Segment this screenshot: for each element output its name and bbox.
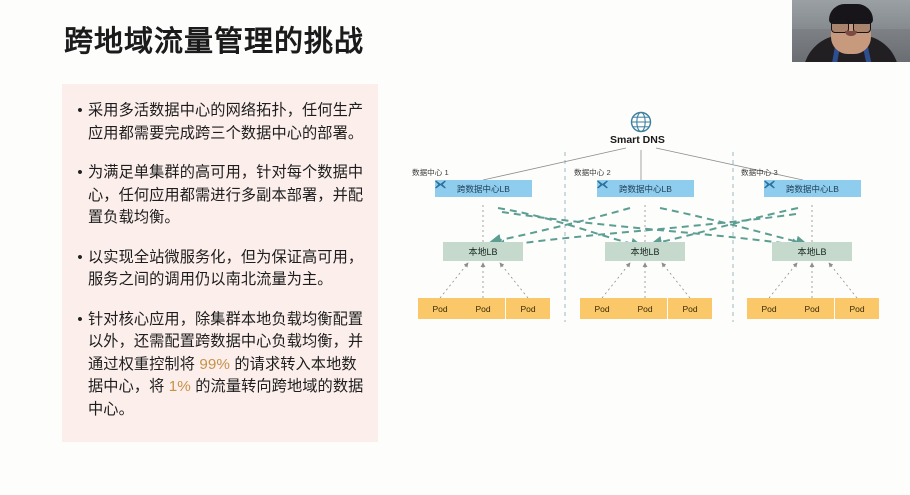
pod-label: Pod [594,303,610,314]
bullet-marker-icon: • [77,164,83,181]
pod-label: Pod [849,303,865,314]
datacenter-2-local-lb[interactable]: 本地LB [605,242,685,261]
datacenter-1-pod-2[interactable]: Pod [461,298,505,319]
bullet-segment: 采用多活数据中心的网络拓扑，任何生产应用都需要完成跨三个数据中心的部署。 [88,102,364,142]
cross-dc-lb-label: 跨数据中心LB [457,183,510,194]
bullet-text: 为满足单集群的高可用，针对每个数据中心，任何应用都需进行多副本部署，并配置负载均… [88,162,364,230]
presenter-hair [829,3,873,24]
bullet-text: 以实现全站微服务化，但为保证高可用，服务之间的调用仍以南北流量为主。 [88,247,364,292]
presenter-glasses [831,19,871,34]
datacenter-3-pod-3[interactable]: Pod [835,298,879,319]
datacenter-2-pod-2[interactable]: Pod [623,298,667,319]
cross-dc-lb-label: 跨数据中心LB [786,183,839,194]
pod-label: Pod [432,303,448,314]
datacenter-1-pod-1[interactable]: Pod [418,298,462,319]
local-lb-label: 本地LB [468,247,498,257]
datacenter-2-label: 数据中心 2 [574,168,611,177]
pod-label: Pod [520,303,536,314]
shuffle-icon [764,180,781,193]
presenter-mouth [845,31,857,36]
datacenter-3-local-lb[interactable]: 本地LB [772,242,852,261]
datacenter-3-pod-2[interactable]: Pod [790,298,834,319]
architecture-diagram: Smart DNS 数据中心 1 跨数据中心LB 本地LB Pod Pod Po… [398,70,898,360]
highlight-99-percent: 99% [199,355,231,373]
cross-dc-lb-label: 跨数据中心LB [619,183,672,194]
pod-label: Pod [682,303,698,314]
list-item: • 针对核心应用，除集群本地负载均衡配置以外，还需配置跨数据中心负载均衡，并通过… [72,309,364,422]
pod-label: Pod [761,303,777,314]
bullet-marker-icon: • [77,248,83,266]
local-lb-label: 本地LB [630,247,660,257]
presenter-video-overlay[interactable] [792,0,910,62]
bullet-segment: 针对核心应用，除集群本地负载均衡配置以外，还需配置跨数据中心负载均衡，并通过权重… [88,310,364,373]
datacenter-2-cross-dc-lb[interactable]: 跨数据中心LB [597,180,694,197]
datacenter-3-pod-1[interactable]: Pod [747,298,791,319]
datacenter-1-cross-dc-lb[interactable]: 跨数据中心LB [435,180,532,197]
datacenter-1-local-lb[interactable]: 本地LB [443,242,523,261]
datacenter-1-pod-3[interactable]: Pod [506,298,550,319]
bullet-marker-icon: • [77,310,83,328]
list-item: • 以实现全站微服务化，但为保证高可用，服务之间的调用仍以南北流量为主。 [72,247,364,292]
datacenter-2-pod-1[interactable]: Pod [580,298,624,319]
datacenter-3-cross-dc-lb[interactable]: 跨数据中心LB [764,180,861,197]
bullet-segment: 为满足单集群的高可用，针对每个数据中心，任何应用都需进行多副本部署，并配置负载均… [88,164,364,226]
bullet-segment: 以实现全站微服务化，但为保证高可用，服务之间的调用仍以南北流量为主。 [88,248,364,289]
globe-icon [630,111,652,133]
bullet-marker-icon: • [77,102,83,119]
shuffle-icon [435,180,452,193]
bullet-panel: • 采用多活数据中心的网络拓扑，任何生产应用都需要完成跨三个数据中心的部署。 •… [62,84,378,442]
datacenter-3-label: 数据中心 3 [741,168,778,177]
bullet-text: 针对核心应用，除集群本地负载均衡配置以外，还需配置跨数据中心负载均衡，并通过权重… [88,309,364,422]
list-item: • 采用多活数据中心的网络拓扑，任何生产应用都需要完成跨三个数据中心的部署。 [72,100,364,145]
datacenter-1-label: 数据中心 1 [412,168,449,177]
pod-label: Pod [637,303,653,314]
page-title: 跨地域流量管理的挑战 [64,26,365,58]
datacenter-2-pod-3[interactable]: Pod [668,298,712,319]
bullet-segment: 的请求转入本地数据中心，将 [88,355,357,396]
shuffle-icon [597,180,614,193]
pod-label: Pod [475,303,491,314]
list-item: • 为满足单集群的高可用，针对每个数据中心，任何应用都需进行多副本部署，并配置负… [72,162,364,230]
bullet-text: 采用多活数据中心的网络拓扑，任何生产应用都需要完成跨三个数据中心的部署。 [88,100,364,145]
local-lb-label: 本地LB [797,247,827,257]
highlight-1-percent: 1% [168,378,191,395]
bullet-segment: 的流量转向跨地域的数据中心。 [88,378,364,418]
pod-label: Pod [804,303,820,314]
smart-dns-label: Smart DNS [610,134,665,146]
